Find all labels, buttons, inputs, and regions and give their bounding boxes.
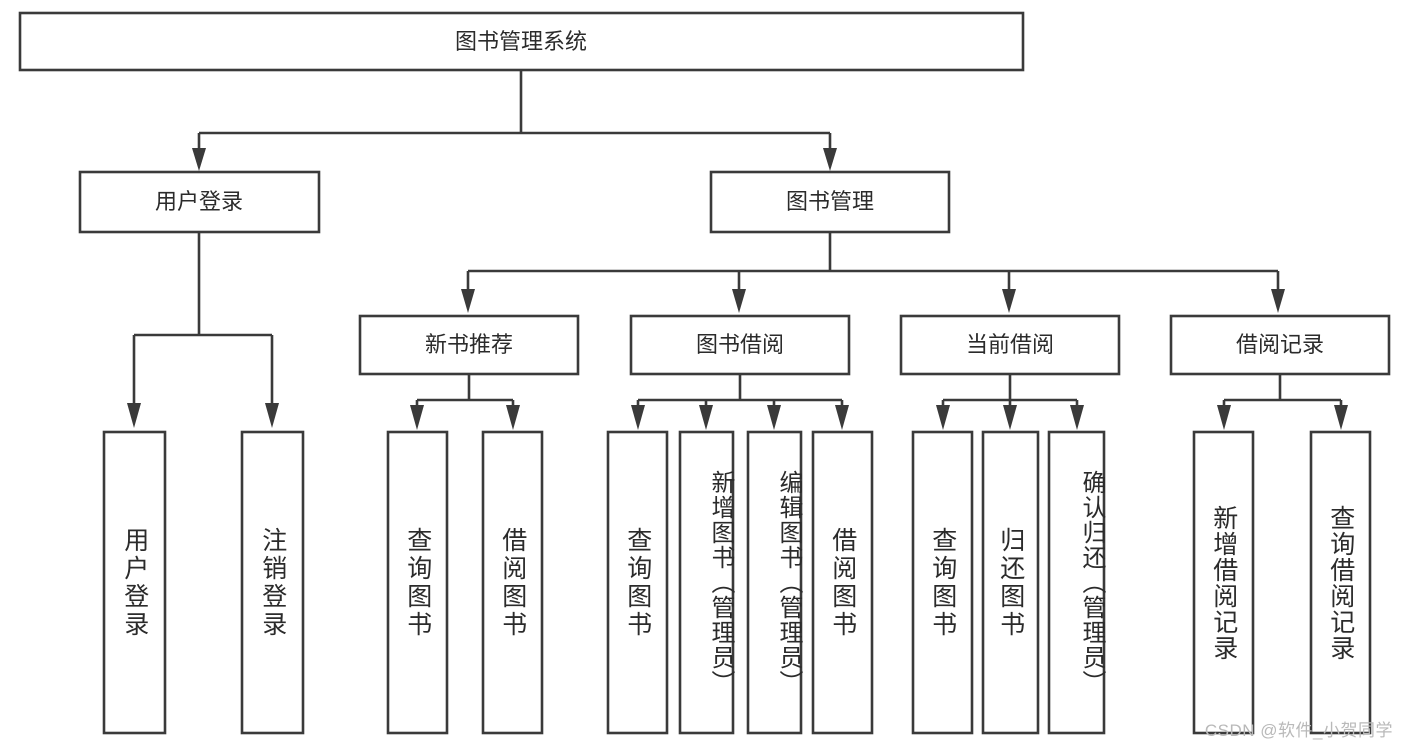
arrow-to-new-book-recommend bbox=[461, 289, 475, 313]
new-book-recommend-box bbox=[358, 314, 580, 376]
leaf-box-query-book-2[interactable] bbox=[606, 430, 669, 735]
node-book-borrow[interactable]: 图书借阅 bbox=[629, 314, 851, 376]
user-login-label: 用户登录 bbox=[155, 189, 243, 214]
arrow-to-book-manage bbox=[823, 148, 837, 171]
node-new-book-recommend[interactable]: 新书推荐 bbox=[358, 314, 580, 376]
node-borrow-record[interactable]: 借阅记录 bbox=[1169, 314, 1391, 376]
root-box bbox=[18, 11, 1025, 72]
leaf-box-user-login[interactable] bbox=[102, 430, 167, 735]
arrow-to-logout-leaf bbox=[265, 403, 279, 428]
arrow-to-query-book-2 bbox=[631, 405, 645, 430]
leaf-box-query-borrow-record[interactable] bbox=[1309, 430, 1372, 735]
leaf-box-borrow-book-2[interactable] bbox=[811, 430, 874, 735]
arrow-to-return-book bbox=[1003, 405, 1017, 430]
arrow-to-edit-book bbox=[767, 405, 781, 430]
arrow-to-user-login-leaf bbox=[127, 403, 141, 428]
current-borrow-label: 当前借阅 bbox=[966, 332, 1054, 357]
arrow-to-add-book bbox=[699, 405, 713, 430]
arrow-to-borrow-book-2 bbox=[835, 405, 849, 430]
arrow-to-confirm-return bbox=[1070, 405, 1084, 430]
node-current-borrow[interactable]: 当前借阅 bbox=[899, 314, 1121, 376]
leaf-box-confirm-return[interactable] bbox=[1047, 430, 1106, 735]
arrow-to-query-book-3 bbox=[936, 405, 950, 430]
user-login-box bbox=[78, 170, 321, 234]
node-user-login[interactable]: 用户登录 bbox=[78, 170, 321, 234]
connector-current-borrow-to-leaves bbox=[936, 374, 1084, 430]
root-label: 图书管理系统 bbox=[455, 29, 587, 54]
connector-user-login-to-leaves bbox=[127, 232, 279, 428]
arrow-to-query-borrow-record bbox=[1334, 405, 1348, 430]
connector-root-to-level2 bbox=[192, 70, 837, 171]
connector-book-manage-to-level3 bbox=[461, 232, 1285, 313]
borrow-record-label: 借阅记录 bbox=[1236, 332, 1324, 357]
leaf-box-borrow-book-1[interactable] bbox=[481, 430, 544, 735]
arrow-to-query-book-1 bbox=[410, 405, 424, 430]
leaf-box-query-book-1[interactable] bbox=[386, 430, 449, 735]
leaf-box-return-book[interactable] bbox=[981, 430, 1040, 735]
node-root[interactable]: 图书管理系统 bbox=[18, 11, 1025, 72]
leaf-box-add-borrow-record[interactable] bbox=[1192, 430, 1255, 735]
connector-borrow-record-to-leaves bbox=[1217, 374, 1348, 430]
leaf-box-logout[interactable] bbox=[240, 430, 305, 735]
arrow-to-user-login bbox=[192, 148, 206, 171]
connector-book-borrow-to-leaves bbox=[631, 374, 849, 430]
leaf-box-edit-book[interactable] bbox=[746, 430, 803, 735]
book-manage-label: 图书管理 bbox=[786, 189, 874, 214]
current-borrow-box bbox=[899, 314, 1121, 376]
arrow-to-current-borrow bbox=[1002, 289, 1016, 313]
new-book-recommend-label: 新书推荐 bbox=[425, 332, 513, 357]
connector-new-book-recommend-to-leaves bbox=[410, 374, 520, 430]
leaf-box-add-book[interactable] bbox=[678, 430, 735, 735]
arrow-to-book-borrow bbox=[732, 289, 746, 313]
book-borrow-label: 图书借阅 bbox=[696, 332, 784, 357]
node-book-manage[interactable]: 图书管理 bbox=[709, 170, 951, 234]
arrow-to-add-borrow-record bbox=[1217, 405, 1231, 430]
watermark-text: CSDN @软件_小贺同学 bbox=[1204, 721, 1393, 740]
arrow-to-borrow-book-1 bbox=[506, 405, 520, 430]
arrow-to-borrow-record bbox=[1271, 289, 1285, 313]
leaf-box-query-book-3[interactable] bbox=[911, 430, 974, 735]
